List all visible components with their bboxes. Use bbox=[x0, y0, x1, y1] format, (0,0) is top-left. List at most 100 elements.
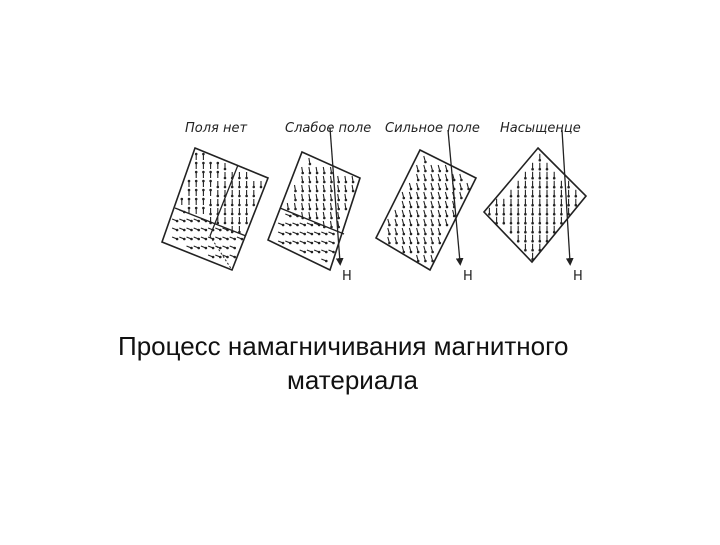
moment-arrowhead bbox=[233, 246, 236, 250]
moment-arrowhead bbox=[502, 212, 506, 216]
moment-arrowhead bbox=[416, 241, 420, 245]
moment-arrowhead bbox=[230, 194, 234, 198]
caption-line-1: Процесс намагничивания магнитного bbox=[118, 331, 569, 361]
moment-arrowhead bbox=[194, 179, 198, 183]
moment-arrowhead bbox=[445, 169, 449, 173]
moment-arrowhead bbox=[538, 185, 542, 189]
moment-arrowhead bbox=[438, 241, 442, 245]
moment-arrowhead bbox=[524, 194, 527, 198]
moment-arrowhead bbox=[245, 176, 248, 180]
moment-arrowhead bbox=[301, 180, 305, 184]
moment-arrowhead bbox=[538, 203, 542, 207]
field-label-h: H bbox=[573, 269, 583, 284]
moment-arrowhead bbox=[216, 185, 220, 189]
moment-arrowhead bbox=[211, 255, 215, 259]
moment-arrowhead bbox=[209, 170, 212, 174]
moment-arrowhead bbox=[223, 203, 227, 207]
moment-arrowhead bbox=[238, 176, 241, 180]
moment-arrowhead bbox=[209, 161, 212, 165]
moment-arrowhead bbox=[194, 152, 198, 156]
moment-arrowhead bbox=[502, 221, 506, 225]
moment-arrowhead bbox=[574, 194, 578, 198]
moment-arrowhead bbox=[409, 196, 413, 200]
moment-arrowhead bbox=[296, 214, 299, 218]
moment-arrowhead bbox=[538, 212, 542, 216]
moment-arrowhead bbox=[310, 232, 314, 236]
moment-arrowhead bbox=[211, 228, 215, 232]
moment-arrowhead bbox=[416, 196, 420, 200]
moment-arrowhead bbox=[315, 180, 319, 184]
moment-arrowhead bbox=[388, 223, 391, 227]
moment-arrowhead bbox=[216, 194, 220, 198]
moment-arrowhead bbox=[216, 203, 220, 207]
moment-arrowhead bbox=[187, 188, 191, 192]
moment-arrowhead bbox=[219, 246, 222, 250]
moment-arrowhead bbox=[301, 207, 305, 211]
moment-arrowhead bbox=[194, 197, 198, 201]
moment-arrowhead bbox=[281, 232, 285, 236]
moment-arrowhead bbox=[216, 212, 220, 216]
moment-arrowhead bbox=[431, 232, 434, 236]
moment-arrowhead bbox=[230, 221, 234, 225]
panel-label-strong-field: Сильное поле bbox=[385, 121, 480, 136]
moment-arrowhead bbox=[202, 179, 205, 183]
moment-arrowhead bbox=[424, 223, 427, 227]
moment-arrowhead bbox=[183, 228, 186, 232]
moment-arrowhead bbox=[308, 189, 312, 193]
moment-arrowhead bbox=[337, 189, 341, 193]
domain-wall bbox=[279, 207, 345, 235]
moment-arrowhead bbox=[230, 176, 234, 180]
moment-arrowhead bbox=[524, 239, 527, 243]
moment-arrowhead bbox=[252, 203, 256, 207]
moment-arrowhead bbox=[545, 185, 549, 189]
moment-arrowhead bbox=[296, 223, 299, 227]
moment-arrowhead bbox=[509, 212, 513, 216]
panel-no-field bbox=[160, 146, 270, 272]
moment-arrowhead bbox=[190, 237, 193, 241]
moment-arrowhead bbox=[452, 178, 456, 182]
moment-arrowhead bbox=[424, 205, 427, 209]
moment-arrowhead bbox=[238, 194, 241, 198]
moment-arrowhead bbox=[467, 187, 470, 191]
moment-arrowhead bbox=[495, 221, 498, 225]
moment-arrowhead bbox=[460, 178, 463, 182]
moment-arrowhead bbox=[223, 212, 227, 216]
moment-arrowhead bbox=[216, 221, 220, 225]
moment-arrowhead bbox=[310, 241, 314, 245]
moment-arrowhead bbox=[545, 230, 549, 234]
moment-arrowhead bbox=[552, 212, 556, 216]
moment-arrowhead bbox=[495, 203, 498, 207]
moment-arrowhead bbox=[325, 250, 328, 254]
moment-arrowhead bbox=[431, 169, 434, 173]
moment-arrowhead bbox=[294, 198, 297, 202]
moment-arrowhead bbox=[325, 232, 328, 236]
moment-arrowhead bbox=[325, 259, 328, 263]
domain-arrows bbox=[277, 157, 355, 263]
moment-arrowhead bbox=[245, 221, 248, 225]
moment-arrowhead bbox=[245, 203, 248, 207]
moment-arrowhead bbox=[424, 169, 427, 173]
moment-arrowhead bbox=[531, 185, 534, 189]
moment-arrowhead bbox=[516, 185, 520, 189]
moment-arrowhead bbox=[424, 214, 427, 218]
moment-arrowhead bbox=[259, 185, 263, 189]
moment-arrowhead bbox=[204, 237, 208, 241]
moment-arrowhead bbox=[209, 203, 212, 207]
moment-arrowhead bbox=[445, 178, 449, 182]
moment-arrowhead bbox=[323, 189, 326, 193]
moment-arrowhead bbox=[560, 221, 563, 225]
moment-arrowhead bbox=[567, 194, 570, 198]
moment-arrowhead bbox=[416, 259, 420, 263]
moment-arrowhead bbox=[552, 176, 556, 180]
moment-arrowhead bbox=[509, 230, 513, 234]
moment-arrowhead bbox=[230, 212, 234, 216]
moment-arrowhead bbox=[424, 160, 427, 164]
moment-arrowhead bbox=[409, 187, 413, 191]
moment-arrowhead bbox=[187, 197, 191, 201]
moment-arrowhead bbox=[545, 221, 549, 225]
moment-arrowhead bbox=[216, 170, 220, 174]
moment-arrowhead bbox=[183, 237, 186, 241]
moment-arrowhead bbox=[219, 237, 222, 241]
moment-arrowhead bbox=[202, 197, 205, 201]
moment-arrowhead bbox=[416, 223, 420, 227]
